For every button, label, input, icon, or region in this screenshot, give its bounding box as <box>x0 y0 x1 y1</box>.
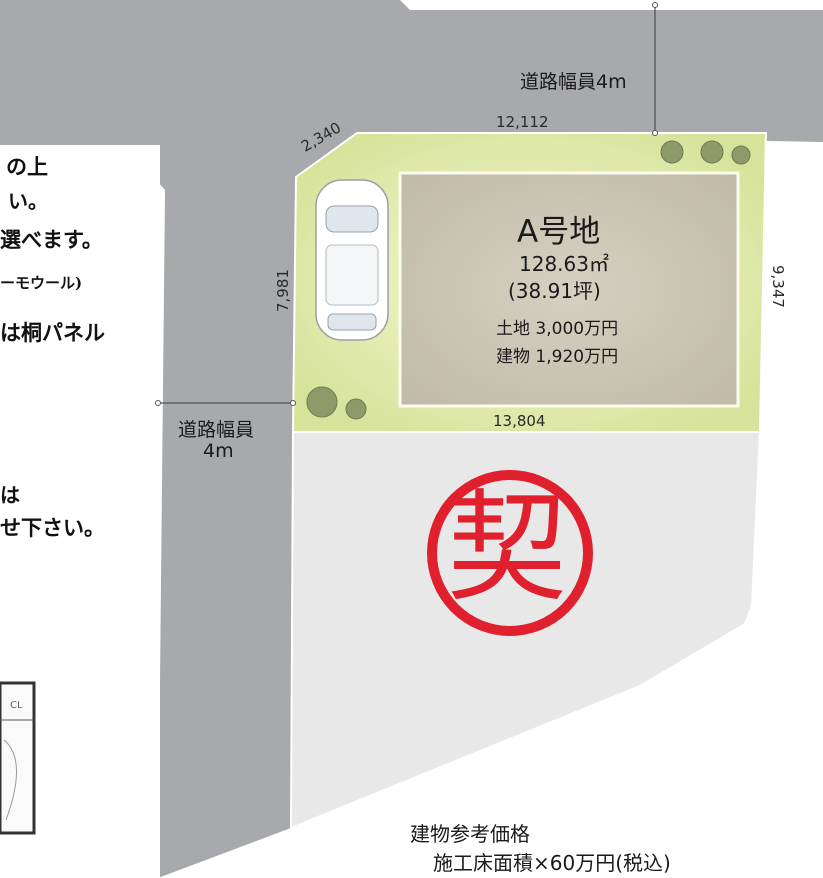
dimension-bottom: 13,804 <box>493 412 546 430</box>
note-line-5: は桐パネル <box>0 320 105 345</box>
north-road-label: 道路幅員4m <box>520 71 627 93</box>
lot-a-land-price: 土地 3,000万円 <box>496 319 619 339</box>
west-road-label-1: 道路幅員 <box>178 419 255 441</box>
lot-a-area-sqm: 128.63㎡ <box>519 252 609 276</box>
boundary-markers <box>155 2 658 406</box>
dimension-top: 12,112 <box>496 113 549 131</box>
lot-a-building-price: 建物 1,920万円 <box>496 347 619 367</box>
building-footprint <box>398 171 740 408</box>
note-line-1: の上 <box>6 154 48 179</box>
floorplan-inset <box>0 681 36 835</box>
tree-shrubs <box>306 140 751 420</box>
note-line-6: は <box>0 483 20 507</box>
note-line-3: 選べます。 <box>0 227 103 252</box>
floorplan-inset-label: CL <box>10 700 23 711</box>
reference-price-title: 建物参考価格 <box>410 822 530 846</box>
west-road-label-2: 4m <box>203 440 234 462</box>
note-line-4: ーモウール) <box>0 274 83 292</box>
contract-stamp <box>427 470 593 636</box>
note-line-2: い。 <box>8 189 48 213</box>
note-line-7: せ下さい。 <box>0 515 105 540</box>
dimension-right: 9,347 <box>769 265 787 308</box>
dimension-left: 7,981 <box>274 269 292 312</box>
reference-price-formula: 施工床面積×60万円(税込) <box>433 851 671 875</box>
lot-a-area-tsubo: (38.91坪) <box>508 279 601 303</box>
contract-stamp-char: 契 <box>447 479 567 618</box>
boundary-lines <box>158 5 656 404</box>
car-icon <box>315 179 389 341</box>
lot-a-name: A号地 <box>517 214 601 250</box>
